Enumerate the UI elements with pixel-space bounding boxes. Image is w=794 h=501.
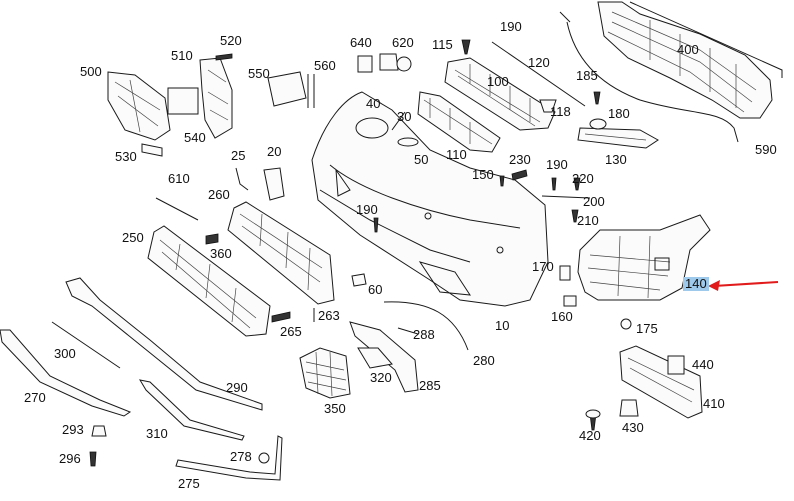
- label-510[interactable]: 510: [171, 48, 193, 63]
- part-550-module: [267, 71, 307, 107]
- part-20-holder: [263, 167, 285, 201]
- label-250[interactable]: 250: [122, 230, 144, 245]
- label-500[interactable]: 500: [80, 64, 102, 79]
- part-180-grommet: [589, 118, 607, 130]
- label-640[interactable]: 640: [350, 35, 372, 50]
- label-100[interactable]: 100: [487, 74, 509, 89]
- label-260[interactable]: 260: [208, 187, 230, 202]
- part-320-bracket: [357, 347, 393, 369]
- label-110[interactable]: 110: [446, 147, 467, 162]
- label-300[interactable]: 300: [54, 346, 76, 361]
- label-275[interactable]: 275: [178, 476, 200, 491]
- label-265[interactable]: 265: [280, 324, 302, 339]
- part-500-bracket: [107, 71, 171, 141]
- part-30-pin: [391, 111, 406, 131]
- label-290[interactable]: 290: [226, 380, 248, 395]
- part-270-strip: [0, 329, 132, 417]
- label-610[interactable]: 610: [168, 171, 190, 186]
- label-430[interactable]: 430: [622, 420, 644, 435]
- label-310[interactable]: 310: [146, 426, 168, 441]
- label-293[interactable]: 293: [62, 422, 84, 437]
- part-540-module: [167, 87, 199, 115]
- label-520[interactable]: 520: [220, 33, 242, 48]
- label-10[interactable]: 10: [495, 318, 510, 333]
- part-275-strip: [175, 435, 283, 481]
- label-550[interactable]: 550: [248, 66, 270, 81]
- label-130[interactable]: 130: [605, 152, 627, 167]
- label-263[interactable]: 263: [318, 308, 340, 323]
- label-560[interactable]: 560: [314, 58, 336, 73]
- part-300-strip: [51, 321, 121, 369]
- part-130-lamp: [577, 127, 659, 149]
- label-150[interactable]: 150: [472, 167, 494, 182]
- label-115[interactable]: 115: [432, 37, 453, 52]
- label-360[interactable]: 360: [210, 246, 232, 261]
- part-290-strip: [65, 277, 263, 411]
- label-160[interactable]: 160: [551, 309, 573, 324]
- label-420[interactable]: 420: [579, 428, 601, 443]
- label-25[interactable]: 25: [231, 148, 246, 163]
- part-310-strip: [138, 379, 245, 441]
- part-10-bumper-cover: [311, 91, 549, 307]
- label-230[interactable]: 230: [509, 152, 531, 167]
- part-120-strip: [491, 41, 586, 107]
- label-175[interactable]: 175: [636, 321, 658, 336]
- part-280-strip: [383, 301, 469, 351]
- label-530[interactable]: 530: [115, 149, 137, 164]
- label-30[interactable]: 30: [397, 109, 412, 124]
- label-288[interactable]: 288: [413, 327, 435, 342]
- label-440[interactable]: 440: [692, 357, 714, 372]
- label-200[interactable]: 200: [583, 194, 605, 209]
- part-260-grille: [227, 201, 335, 305]
- label-180[interactable]: 180: [608, 106, 630, 121]
- label-190-center[interactable]: 190: [356, 202, 378, 217]
- label-40[interactable]: 40: [366, 96, 381, 111]
- part-140-bracket: [577, 214, 711, 301]
- label-220[interactable]: 220: [572, 171, 594, 186]
- label-20[interactable]: 20: [267, 144, 282, 159]
- label-190-mid[interactable]: 190: [546, 157, 568, 172]
- label-50[interactable]: 50: [414, 152, 429, 167]
- label-285[interactable]: 285: [419, 378, 441, 393]
- label-118[interactable]: 118: [550, 104, 571, 119]
- label-400[interactable]: 400: [677, 42, 699, 57]
- label-296[interactable]: 296: [59, 451, 81, 466]
- label-320[interactable]: 320: [370, 370, 392, 385]
- label-170[interactable]: 170: [532, 259, 554, 274]
- part-110-grille: [417, 91, 501, 153]
- label-120[interactable]: 120: [528, 55, 550, 70]
- label-540[interactable]: 540: [184, 130, 206, 145]
- part-410-plate: [619, 345, 703, 419]
- part-510-bracket: [199, 57, 233, 139]
- label-60[interactable]: 60: [368, 282, 383, 297]
- part-350-grille: [299, 347, 351, 399]
- label-278[interactable]: 278: [230, 449, 252, 464]
- label-140-highlighted[interactable]: 140: [683, 276, 709, 291]
- label-210[interactable]: 210: [577, 213, 599, 228]
- label-410[interactable]: 410: [703, 396, 725, 411]
- label-590[interactable]: 590: [755, 142, 777, 157]
- label-185[interactable]: 185: [576, 68, 598, 83]
- label-270[interactable]: 270: [24, 390, 46, 405]
- part-590-harness: [566, 21, 739, 143]
- label-190-top[interactable]: 190: [500, 19, 522, 34]
- part-250-reinforcement: [147, 225, 271, 337]
- part-400-reinforcement: [597, 1, 773, 119]
- part-100-grille: [444, 57, 556, 131]
- label-350[interactable]: 350: [324, 401, 346, 416]
- label-280[interactable]: 280: [473, 353, 495, 368]
- label-620[interactable]: 620: [392, 35, 414, 50]
- part-50-washer: [397, 137, 419, 147]
- arrow-to-140: [708, 280, 779, 291]
